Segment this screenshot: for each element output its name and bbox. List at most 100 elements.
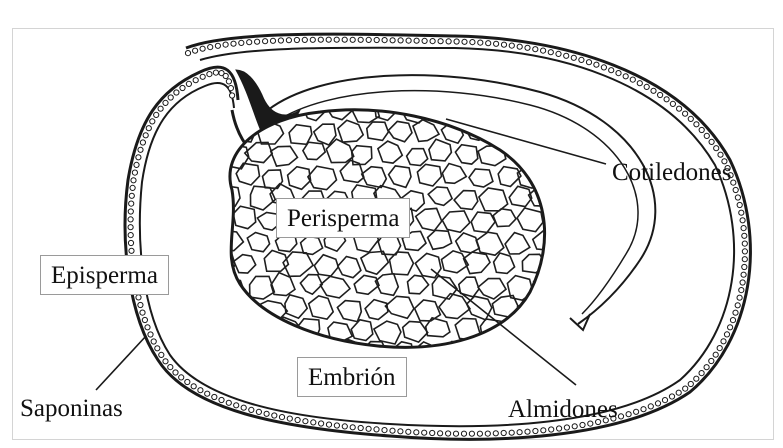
coat-bead: [533, 428, 538, 433]
coat-bead: [151, 339, 156, 344]
coat-bead: [709, 358, 714, 363]
coat-bead: [128, 240, 133, 245]
coat-bead: [129, 248, 134, 253]
coat-bead: [234, 403, 239, 408]
coat-bead: [626, 412, 631, 417]
coat-bead: [676, 390, 681, 395]
coat-bead: [228, 86, 233, 91]
coat-bead: [438, 39, 443, 44]
cell: [207, 165, 231, 188]
cell: [543, 206, 571, 230]
coat-bead: [414, 430, 419, 435]
coat-bead: [718, 152, 723, 157]
coat-bead: [231, 41, 236, 46]
coat-bead: [724, 332, 729, 337]
cell: [559, 276, 584, 296]
coat-bead: [430, 430, 435, 435]
cell: [232, 300, 255, 325]
coat-bead: [694, 122, 699, 127]
cell: [210, 300, 234, 320]
coat-bead: [311, 420, 316, 425]
coat-bead: [609, 68, 614, 73]
coat-bead: [334, 423, 339, 428]
cell: [493, 339, 521, 363]
coat-bead: [366, 426, 371, 431]
coat-bead: [683, 386, 688, 391]
coat-bead: [737, 202, 742, 207]
label-saponinas: Saponinas: [20, 396, 123, 421]
coat-bead: [446, 431, 451, 436]
coat-bead: [501, 430, 506, 435]
coat-bead: [454, 39, 459, 44]
coat-bead: [168, 95, 173, 100]
coat-bead: [721, 339, 726, 344]
coat-bead: [704, 365, 709, 370]
coat-bead: [669, 394, 674, 399]
coat-bead: [350, 425, 355, 430]
coat-bead: [533, 47, 538, 52]
coat-bead: [398, 38, 403, 43]
coat-bead: [142, 317, 147, 322]
coat-bead: [548, 50, 553, 55]
coat-bead: [263, 39, 268, 44]
coat-bead: [453, 431, 458, 436]
coat-bead: [173, 370, 178, 375]
label-embrion: Embrión: [297, 357, 407, 397]
coat-bead: [255, 39, 260, 44]
coat-bead: [159, 352, 164, 357]
coat-bead: [742, 249, 747, 254]
coat-bead: [735, 195, 740, 200]
coat-bead: [193, 78, 198, 83]
cell: [547, 169, 570, 188]
coat-bead: [733, 310, 738, 315]
coat-bead: [163, 100, 168, 105]
coat-bead: [469, 431, 474, 436]
coat-bead: [319, 421, 324, 426]
coat-bead: [272, 413, 277, 418]
coat-bead: [670, 101, 675, 106]
coat-bead: [129, 193, 134, 198]
coat-bead: [128, 217, 133, 222]
cell: [430, 98, 451, 117]
coat-bead: [342, 37, 347, 42]
coat-bead: [155, 346, 160, 351]
coat-bead: [740, 280, 745, 285]
cell: [209, 214, 232, 233]
coat-bead: [422, 430, 427, 435]
cell: [544, 339, 567, 360]
coat-bead: [287, 416, 292, 421]
coat-bead: [200, 46, 205, 51]
coat-bead: [648, 404, 653, 409]
cell: [233, 343, 257, 363]
coat-bead: [493, 431, 498, 436]
coat-bead: [704, 133, 709, 138]
coat-bead: [193, 48, 198, 53]
coat-bead: [549, 427, 554, 432]
cell: [530, 318, 559, 342]
coat-bead: [564, 53, 569, 58]
coat-bead: [571, 55, 576, 60]
coat-bead: [279, 415, 284, 420]
coat-bead: [655, 401, 660, 406]
coat-bead: [270, 38, 275, 43]
coat-bead: [733, 187, 738, 192]
coat-bead: [140, 140, 145, 145]
coat-bead: [662, 398, 667, 403]
coat-bead: [207, 72, 212, 77]
coat-bead: [136, 295, 141, 300]
cell: [208, 345, 228, 364]
coat-bead: [215, 43, 220, 48]
coat-bead: [390, 38, 395, 43]
coat-bead: [374, 427, 379, 432]
cell: [218, 322, 246, 343]
coat-bead: [303, 419, 308, 424]
coat-bead: [374, 37, 379, 42]
coat-bead: [742, 257, 747, 262]
coat-bead: [208, 45, 213, 50]
coat-bead: [226, 79, 231, 84]
label-almidones: Almidones: [508, 397, 618, 422]
coat-bead: [742, 241, 747, 246]
coat-bead: [129, 201, 134, 206]
coat-bead: [185, 379, 190, 384]
coat-bead: [641, 407, 646, 412]
